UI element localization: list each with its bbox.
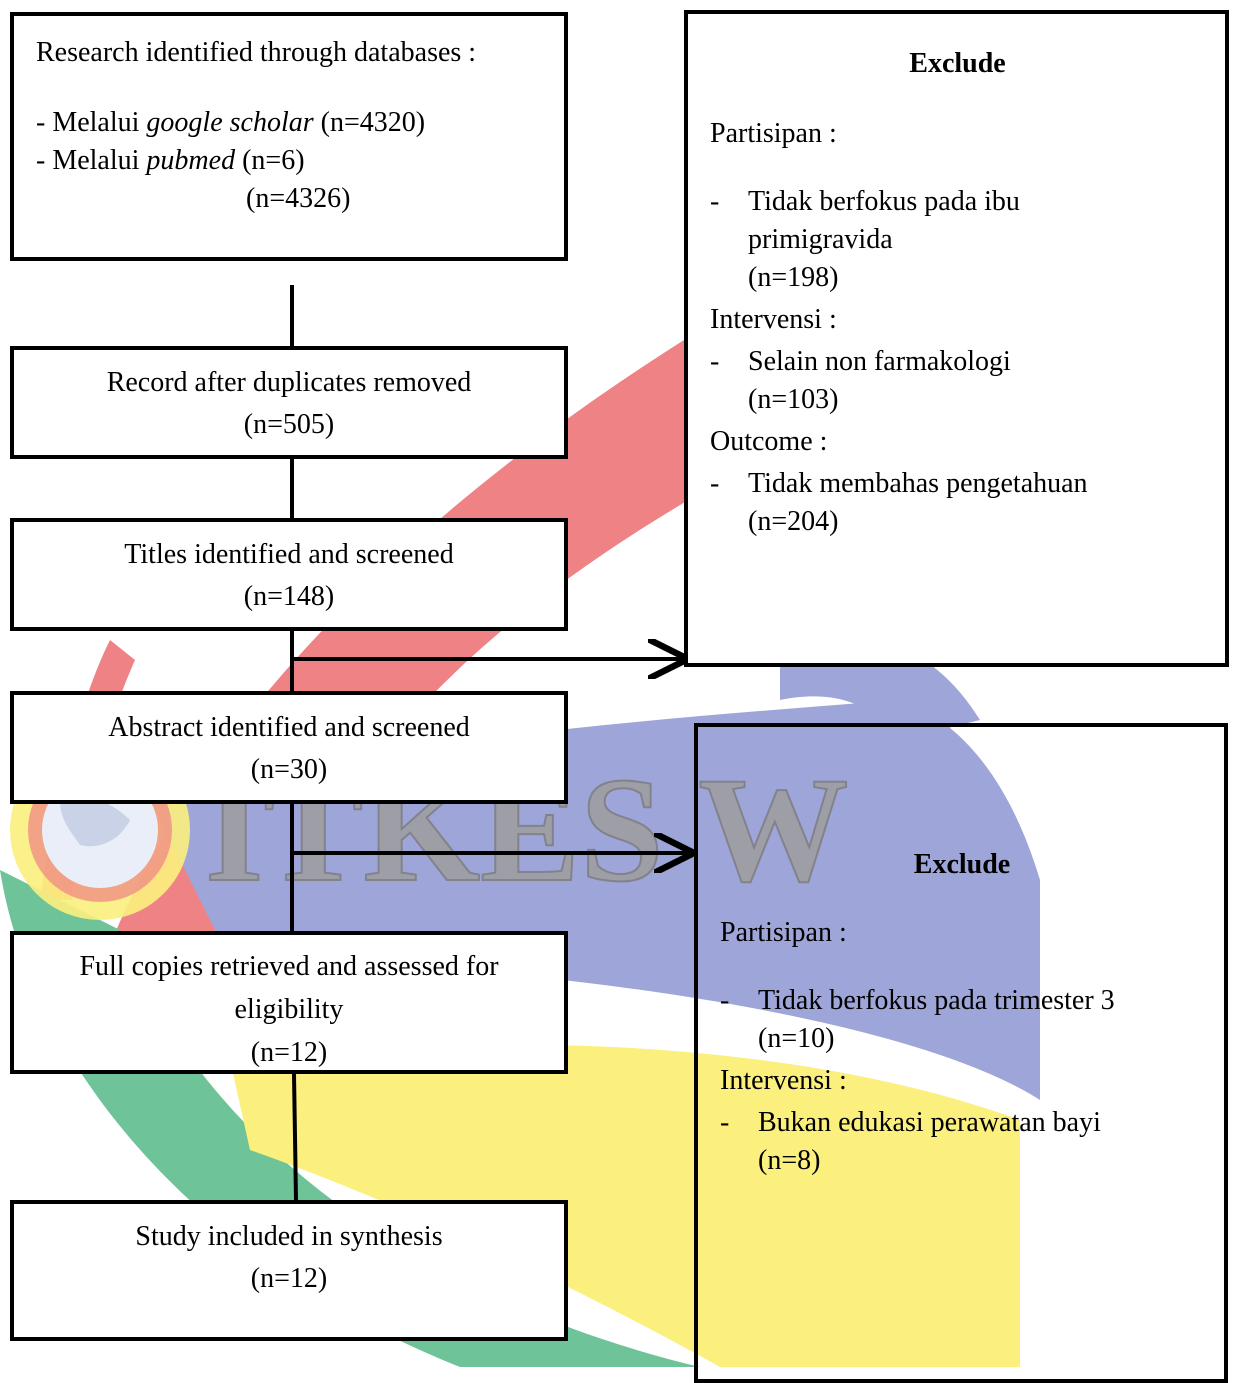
duplicates-removed-count: (n=505) xyxy=(243,409,335,440)
exclusion-intervention-count: (n=8) xyxy=(758,1145,821,1176)
exclusion-title: Exclude xyxy=(913,849,1011,880)
titles-screened-label: Titles identified and screened xyxy=(124,539,454,570)
exclusion-intervention-label: Intervensi : xyxy=(720,1065,847,1096)
exclusion-intervention-label: Intervensi : xyxy=(710,304,837,335)
included-studies-box: Study included in synthesis (n=12) xyxy=(10,1200,568,1341)
full-text-label-line1: Full copies retrieved and assessed for xyxy=(79,951,499,982)
exclusion-box-full-text: Exclude Partisipan : - Tidak berfokus pa… xyxy=(694,723,1228,1383)
titles-screened-count: (n=148) xyxy=(243,581,335,612)
exclusion-participant-count: (n=198) xyxy=(748,262,839,293)
source-name-pubmed: pubmed xyxy=(146,145,236,176)
source-item-prefix: - Melalui xyxy=(36,107,147,138)
abstract-screened-count: (n=30) xyxy=(250,754,328,785)
identification-heading: Research identified through databases : xyxy=(36,37,477,68)
full-text-assessed-box: Full copies retrieved and assessed for e… xyxy=(10,931,568,1074)
exclusion-outcome-item: - Tidak membahas pengetahuan (n=204) xyxy=(710,465,1205,541)
abstract-screened-label: Abstract identified and screened xyxy=(108,712,470,743)
exclusion-intervention-item: - Bukan edukasi perawatan bayi (n=8) xyxy=(720,1104,1204,1180)
exclusion-title: Exclude xyxy=(909,48,1006,79)
duplicates-removed-box: Record after duplicates removed (n=505) xyxy=(10,346,568,459)
exclusion-outcome-label: Outcome : xyxy=(710,426,828,457)
full-text-count: (n=12) xyxy=(250,1037,328,1068)
source-item-google-scholar: - Melalui google scholar (n=4320) xyxy=(36,104,564,142)
source-count-pubmed: (n=6) xyxy=(235,145,305,176)
titles-screened-box: Titles identified and screened (n=148) xyxy=(10,518,568,631)
source-count-google-scholar: (n=4320) xyxy=(313,107,426,138)
source-name-google-scholar: google scholar xyxy=(146,107,314,138)
source-total-count: (n=4326) xyxy=(246,183,351,214)
exclusion-outcome-text: Tidak membahas pengetahuan xyxy=(748,468,1088,499)
exclusion-participant-text-line2: primigravida xyxy=(748,224,893,255)
exclusion-intervention-item: - Selain non farmakologi (n=103) xyxy=(710,343,1205,419)
exclusion-participant-item: - Tidak berfokus pada ibu primigravida (… xyxy=(710,183,1205,297)
identification-box: Research identified through databases : … xyxy=(10,12,568,261)
exclusion-intervention-count: (n=103) xyxy=(748,384,839,415)
exclusion-participant-label: Partisipan : xyxy=(710,118,837,149)
watermark-yellow-band xyxy=(230,1044,1020,1367)
connector-fulltext-to-included xyxy=(292,1073,298,1201)
exclusion-participant-label: Partisipan : xyxy=(720,917,847,948)
included-studies-label: Study included in synthesis xyxy=(135,1221,443,1252)
included-studies-count: (n=12) xyxy=(250,1263,328,1294)
exclusion-participant-count: (n=10) xyxy=(758,1023,835,1054)
source-item-prefix: - Melalui xyxy=(36,145,147,176)
exclusion-outcome-count: (n=204) xyxy=(748,506,839,537)
full-text-label-line2: eligibility xyxy=(234,994,344,1025)
duplicates-removed-label: Record after duplicates removed xyxy=(106,367,472,398)
exclusion-intervention-text: Bukan edukasi perawatan bayi xyxy=(758,1107,1101,1138)
exclusion-intervention-text: Selain non farmakologi xyxy=(748,346,1011,377)
exclusion-participant-text: Tidak berfokus pada trimester 3 xyxy=(758,985,1115,1016)
exclusion-participant-text-line1: Tidak berfokus pada ibu xyxy=(748,186,1020,217)
exclusion-participant-item: - Tidak berfokus pada trimester 3 (n=10) xyxy=(720,982,1204,1058)
abstract-screened-box: Abstract identified and screened (n=30) xyxy=(10,691,568,804)
exclusion-box-titles: Exclude Partisipan : - Tidak berfokus pa… xyxy=(684,10,1229,667)
source-item-pubmed: - Melalui pubmed (n=6) xyxy=(36,142,564,180)
